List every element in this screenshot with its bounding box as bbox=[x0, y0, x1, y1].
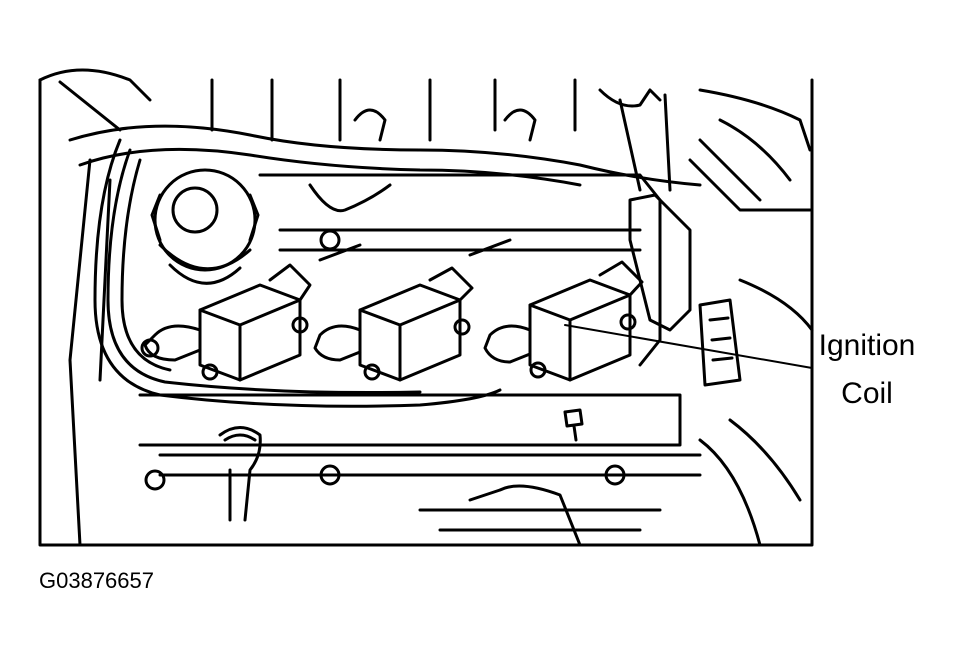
oil-filler-cap-icon bbox=[150, 168, 260, 285]
callout-label-line2: Coil bbox=[841, 377, 893, 410]
lower-components bbox=[418, 418, 802, 547]
bolt-icon bbox=[144, 229, 626, 491]
figure-id: G03876657 bbox=[39, 568, 154, 593]
right-hose bbox=[628, 193, 814, 387]
callout-label-line1: Ignition bbox=[818, 329, 916, 362]
cylinder-head-cover bbox=[138, 173, 702, 477]
ignition-coil-icon bbox=[140, 238, 644, 382]
callout-leader-line bbox=[564, 324, 813, 369]
dipstick-icon bbox=[218, 426, 262, 522]
engine-bay-outline bbox=[38, 68, 814, 547]
